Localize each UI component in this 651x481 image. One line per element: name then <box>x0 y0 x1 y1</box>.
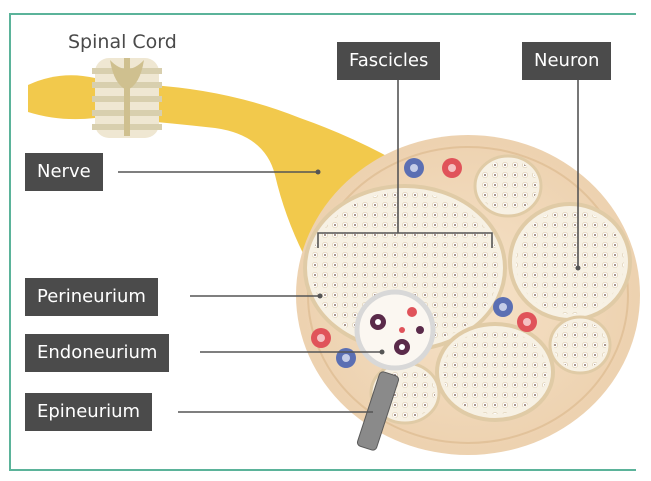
spinal-cord-left-wing <box>28 75 95 119</box>
neuron-label: Neuron <box>522 42 611 80</box>
nerve-label: Nerve <box>25 153 103 191</box>
perineurium-label: Perineurium <box>25 278 158 316</box>
spinal-cord-label: Spinal Cord <box>68 31 177 53</box>
endoneurium-label: Endoneurium <box>25 334 169 372</box>
fascicles-label: Fascicles <box>337 42 440 80</box>
spinal-cord <box>92 58 162 138</box>
epineurium-label: Epineurium <box>25 393 152 431</box>
